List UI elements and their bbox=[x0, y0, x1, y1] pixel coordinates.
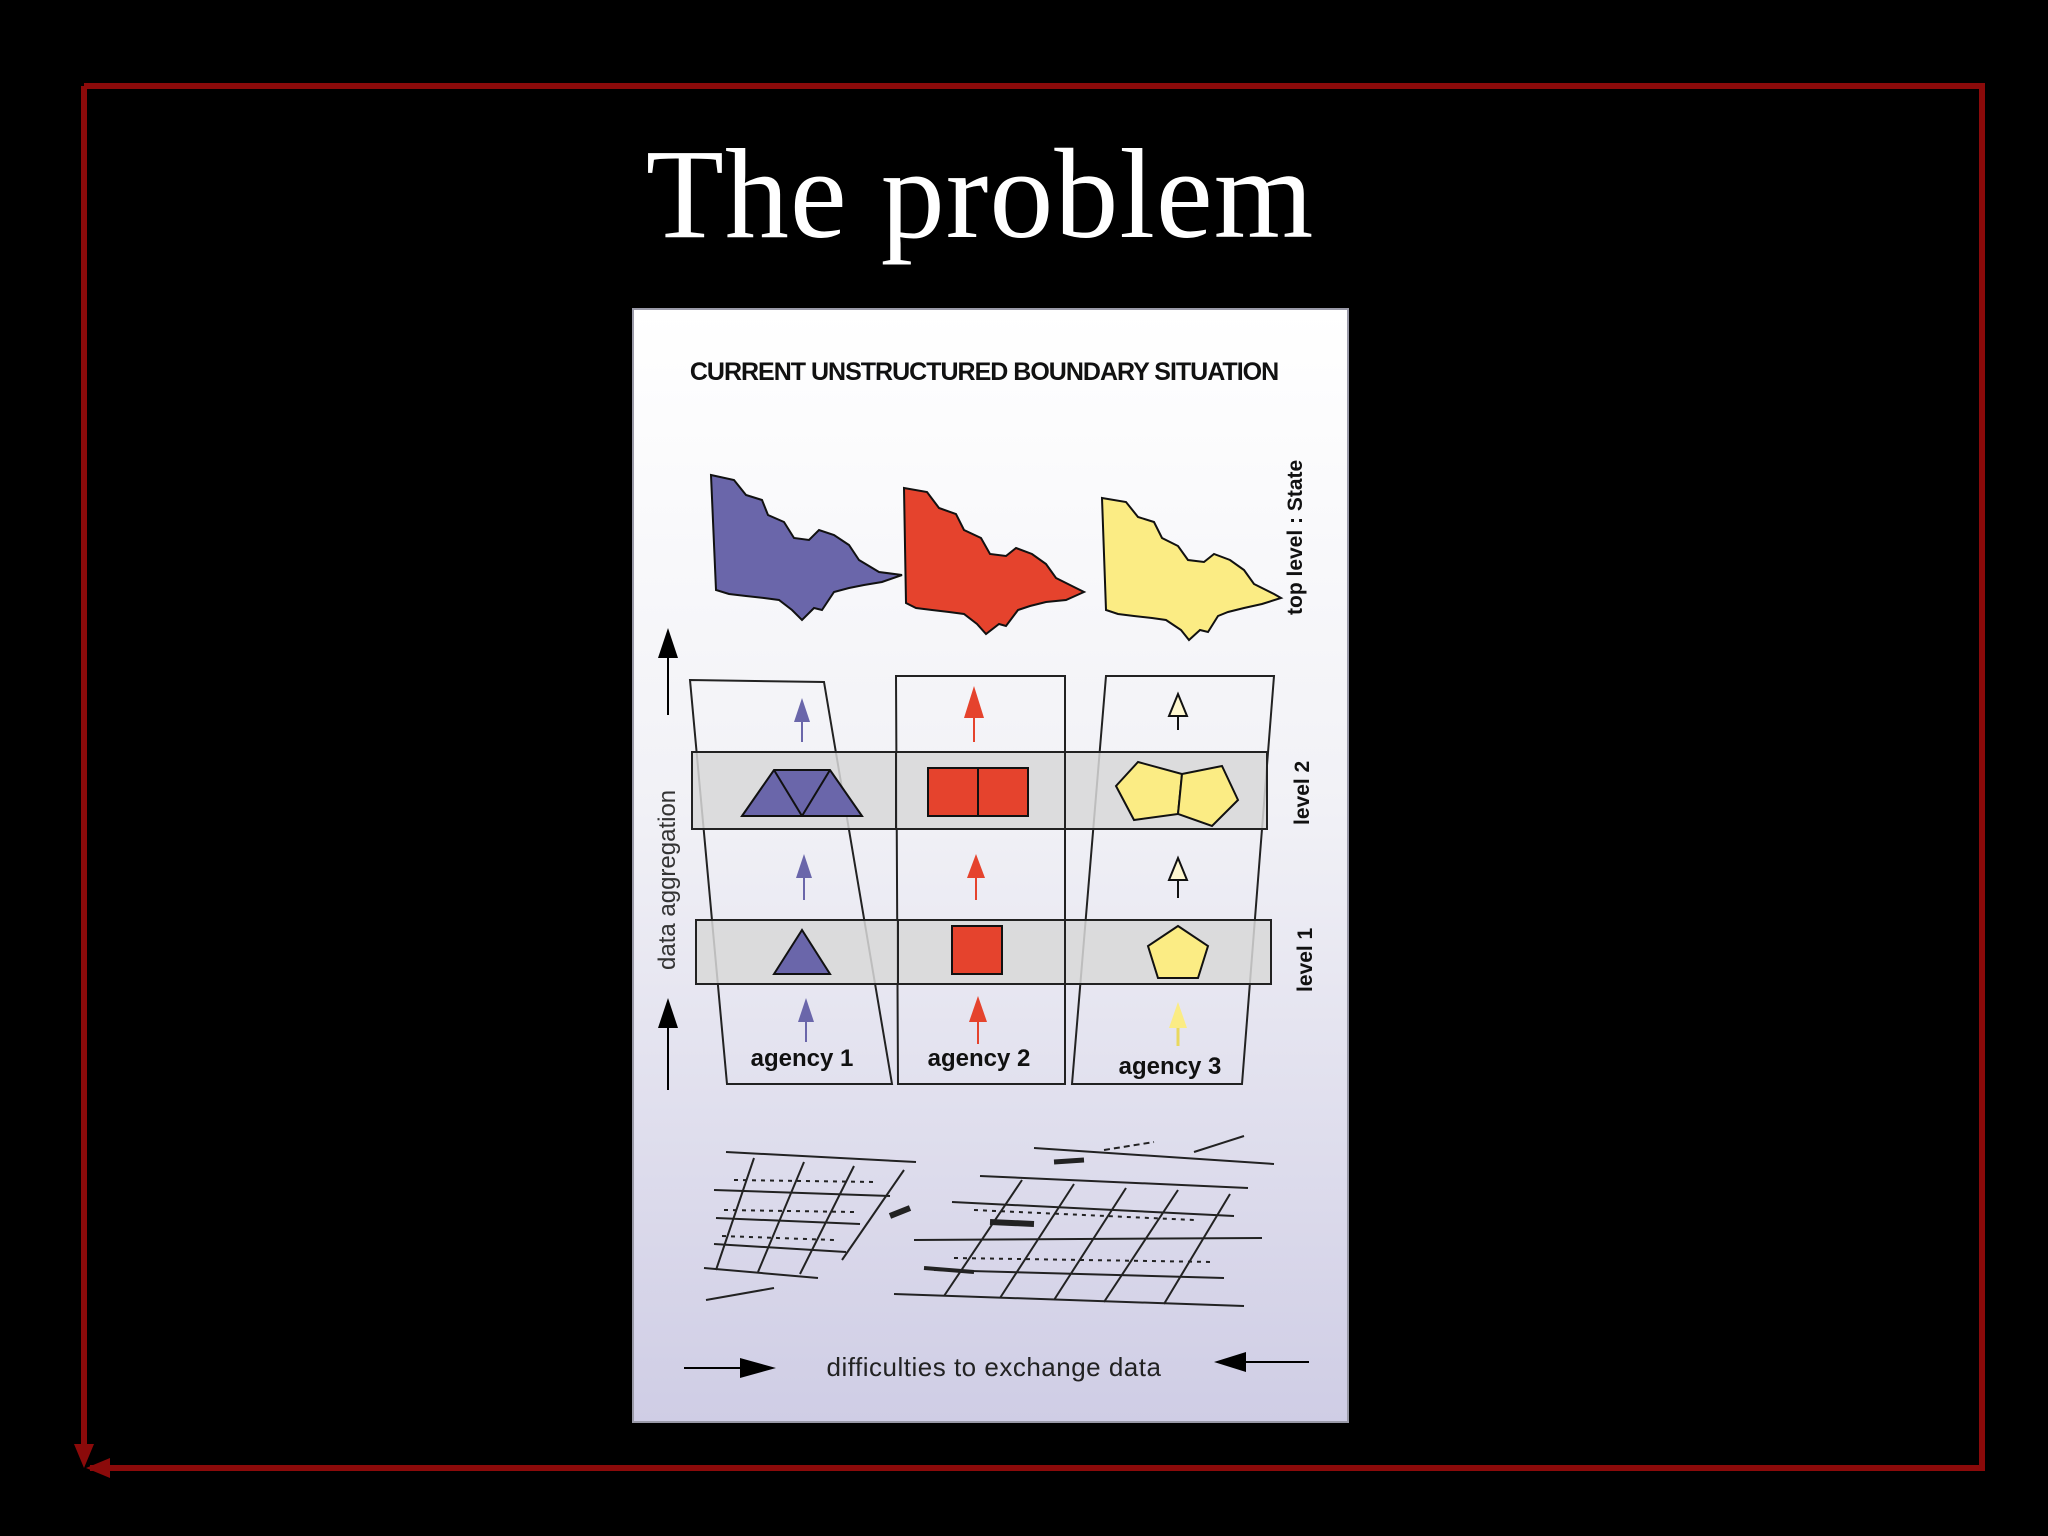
agency-3-arrows bbox=[1167, 691, 1189, 1046]
agency-column-2 bbox=[894, 675, 1066, 1085]
agency-3-level-2-pentagons bbox=[1114, 760, 1240, 828]
parcel-sketch-right bbox=[893, 1135, 1275, 1307]
agency-2-label: agency 2 bbox=[928, 1045, 1031, 1072]
frame-line bbox=[84, 83, 1985, 1471]
agency-1-level-1-triangle bbox=[772, 928, 832, 975]
agency-1-arrows bbox=[794, 698, 814, 1042]
boundary-figure: CURRENT UNSTRUCTURED BOUNDARY SITUATION … bbox=[632, 308, 1349, 1423]
agency-3-label: agency 3 bbox=[1119, 1053, 1222, 1080]
slide-title: The problem bbox=[645, 123, 1315, 265]
state-map-agency-1 bbox=[709, 473, 903, 622]
agency-2-level-1-square bbox=[951, 925, 1003, 975]
agency-column-1 bbox=[688, 678, 894, 1085]
exchange-arrow-right bbox=[1214, 1352, 1309, 1372]
agency-2-level-2-squares bbox=[927, 767, 1029, 817]
figure-heading: CURRENT UNSTRUCTURED BOUNDARY SITUATION bbox=[690, 358, 1278, 386]
state-map-agency-2 bbox=[902, 486, 1087, 636]
exchange-arrow-left bbox=[684, 1358, 776, 1378]
bottom-caption: difficulties to exchange data bbox=[827, 1352, 1162, 1382]
agency-1-level-2-triangles bbox=[740, 769, 864, 817]
label-level-1: level 1 bbox=[1294, 927, 1317, 992]
frame-arrowhead-left bbox=[86, 1458, 110, 1478]
parcel-sketch-left bbox=[703, 1151, 917, 1301]
label-data-aggregation: data aggregation bbox=[654, 790, 681, 970]
boundary-diagram: CURRENT UNSTRUCTURED BOUNDARY SITUATION … bbox=[654, 358, 1317, 1382]
agency-2-arrows bbox=[964, 686, 987, 1044]
frame-arrowhead-down bbox=[74, 1444, 94, 1468]
label-level-2: level 2 bbox=[1291, 761, 1314, 825]
aggregation-axis bbox=[658, 628, 678, 1090]
state-map-agency-3 bbox=[1100, 496, 1284, 642]
agency-1-label: agency 1 bbox=[751, 1045, 854, 1072]
label-top-level: top level : State bbox=[1284, 460, 1307, 615]
agency-3-level-1-pentagon bbox=[1146, 924, 1210, 979]
